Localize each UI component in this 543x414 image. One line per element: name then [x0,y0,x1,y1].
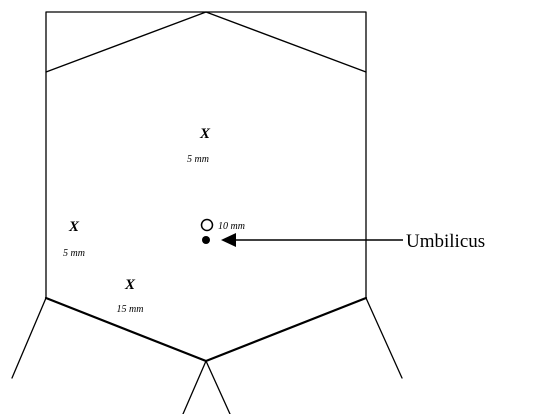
marker-left-distance: 5 mm [63,248,85,259]
left-inner-thigh-line [182,360,207,414]
marker-upper-symbol: X [199,126,211,142]
umbilicus-arrow-head [221,233,236,247]
marker-left: X 5 mm [63,219,85,259]
right-outer-thigh-line [365,297,403,379]
umbilicus-dot [202,236,210,244]
port-circle-marker [200,218,214,232]
marker-lower-distance: 15 mm [117,304,144,315]
left-outer-thigh-line [11,297,47,379]
marker-upper: X 5 mm [187,126,211,165]
umbilicus-label: Umbilicus [406,231,485,252]
right-inner-thigh-line [205,360,231,414]
left-inguinal-line [44,296,208,363]
marker-upper-distance: 5 mm [187,154,209,165]
marker-lower-symbol: X [124,277,136,293]
rib-margin-lines [45,11,367,73]
marker-lower: X 15 mm [117,277,144,315]
marker-left-symbol: X [68,219,80,235]
port-circle-distance: 10 mm [218,221,245,232]
right-inguinal-line [204,296,368,363]
